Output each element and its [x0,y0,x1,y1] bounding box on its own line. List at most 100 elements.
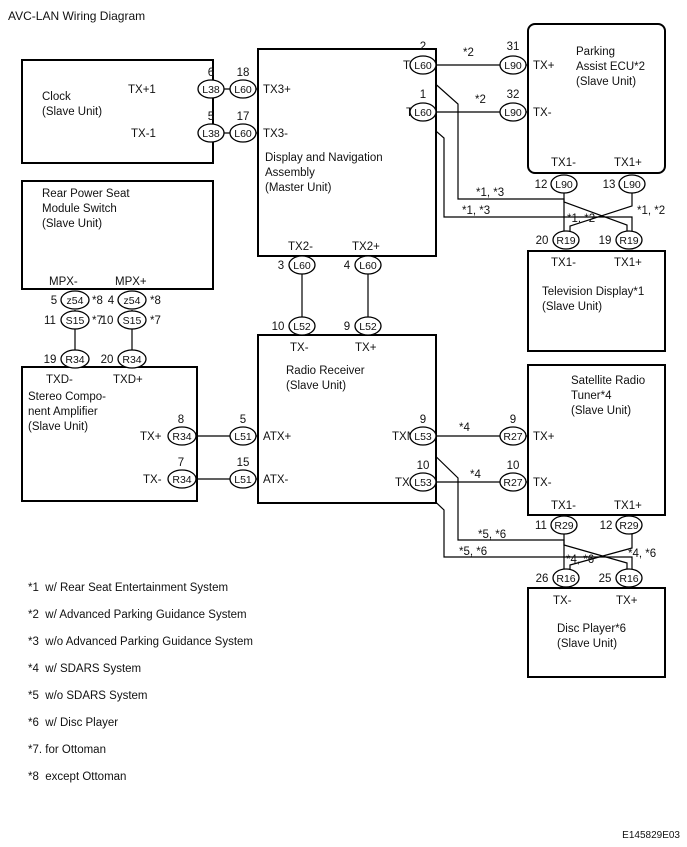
pin-number: 5 [51,295,57,307]
connector-label: L60 [234,128,252,140]
connector-label: L60 [414,60,432,72]
wire-mark: *1, *2 [567,213,595,225]
unit-name: Display and Navigation [265,152,383,164]
terminal-label: TXD- [46,374,73,386]
pin-number: 13 [603,179,616,191]
connector-l60-1: L60 1 [409,89,437,122]
connector-r19-19: R19 19 [599,230,643,250]
pin-number: 5 [240,414,246,426]
pin-number: 20 [101,354,114,366]
connector-l51-15: L51 15 [229,457,257,489]
pin-number: 7 [178,457,184,469]
connector-l90-13: L90 13 [603,174,646,194]
pin-number: 9 [344,321,350,333]
wire-mark: *7 [150,315,161,327]
terminal-label: TX- [290,342,309,354]
connector-r16-25: R16 25 [599,568,643,588]
unit-role: (Slave Unit) [42,218,102,230]
pin-number: 6 [208,67,214,79]
terminal-label: TX2- [288,241,313,253]
unit-name: Assist ECU*2 [576,61,645,73]
connector-s15-10: S15 10 [101,310,147,330]
terminal-label: TX+ [355,342,377,354]
wire-mark: *4 [459,422,470,434]
unit-name: Stereo Compo- [28,391,106,403]
unit-name: Disc Player*6 [557,623,626,635]
wire-mark: *7 [92,315,103,327]
connector-label: z54 [124,295,141,307]
unit-role: (Slave Unit) [571,405,631,417]
connector-l90-32: L90 32 [499,89,527,122]
connector-l60-3: L60 3 [278,255,316,275]
terminal-label: TX+ [533,60,555,72]
wire-mark: *4, *6 [628,548,656,560]
connector-label: R27 [503,477,522,489]
pin-number: 32 [507,89,520,101]
connector-l90-31: L90 31 [499,41,527,75]
pin-number: 4 [344,260,351,272]
connector-label: R16 [556,573,575,585]
connector-r34-7: R34 7 [167,457,197,489]
pin-number: 10 [101,315,114,327]
connector-label: L60 [414,107,432,119]
wire-mark: *8 [92,295,103,307]
terminal-label: TX1- [551,500,576,512]
connector-label: R19 [619,235,638,247]
connector-label: L90 [504,107,522,119]
connector-z54-4: z54 4 [108,290,147,310]
connector-label: R19 [556,235,575,247]
connector-label: R34 [172,474,191,486]
terminal-label: TX- [553,595,572,607]
connector-label: L90 [504,60,522,72]
connector-l60-4: L60 4 [344,255,382,275]
connector-label: L51 [234,431,252,443]
connector-label: L90 [623,179,641,191]
terminal-label: TX+ [533,431,555,443]
terminal-label: TX+1 [128,84,156,96]
pin-number: 3 [278,260,284,272]
connector-r19-20: R19 20 [536,230,580,250]
pin-number: 2 [420,41,426,53]
pin-number: 10 [272,321,285,333]
connector-r34-19: R34 19 [44,349,90,369]
connector-l53-9: L53 9 [409,414,437,446]
connector-r27-10: R27 10 [499,460,527,492]
wire-condition-marks: *2 *2 *1, *3 *1, *3 *1, *2 *1, *2 *8 *8 … [92,47,665,566]
unit-name: Clock [42,91,71,103]
pin-number: 19 [599,235,612,247]
connector-label: L52 [293,321,311,333]
connector-label: L60 [293,260,311,272]
connector-r27-9: R27 9 [499,414,527,446]
terminal-label: TX3+ [263,84,291,96]
pin-number: 1 [420,89,426,101]
terminal-label: MPX- [49,276,78,288]
pin-number: 31 [507,41,520,53]
wire-mark: *1, *2 [637,205,665,217]
connector-s15-11: S15 11 [44,310,90,330]
unit-satellite-radio-tuner: Satellite Radio Tuner*4 (Slave Unit) TX+… [527,364,666,516]
terminal-label: TX1- [551,257,576,269]
wire-mark: *5, *6 [459,546,487,558]
unit-role: (Slave Unit) [28,421,88,433]
pin-number: 10 [417,460,430,472]
connector-label: L53 [414,431,432,443]
pin-number: 4 [108,295,115,307]
unit-rear-power-seat: Rear Power Seat Module Switch (Slave Uni… [21,180,214,290]
wire-mark: *5, *6 [478,529,506,541]
connector-label: R34 [172,431,191,443]
pin-number: 8 [178,414,184,426]
unit-name: Parking [576,46,615,58]
unit-role: (Slave Unit) [557,638,617,650]
wire-mark: *1, *3 [476,187,504,199]
terminal-label: TX+ [140,431,162,443]
pin-number: 12 [535,179,548,191]
connector-r29-12: R29 12 [600,515,643,535]
pin-number: 17 [237,111,250,123]
pin-number: 9 [510,414,516,426]
connector-label: L60 [234,84,252,96]
wire-mark: *8 [150,295,161,307]
connector-label: L51 [234,474,252,486]
terminal-label: TX3- [263,128,288,140]
connector-label: L90 [555,179,573,191]
unit-radio-receiver: TX- TX+ Radio Receiver (Slave Unit) ATX+… [257,334,437,504]
